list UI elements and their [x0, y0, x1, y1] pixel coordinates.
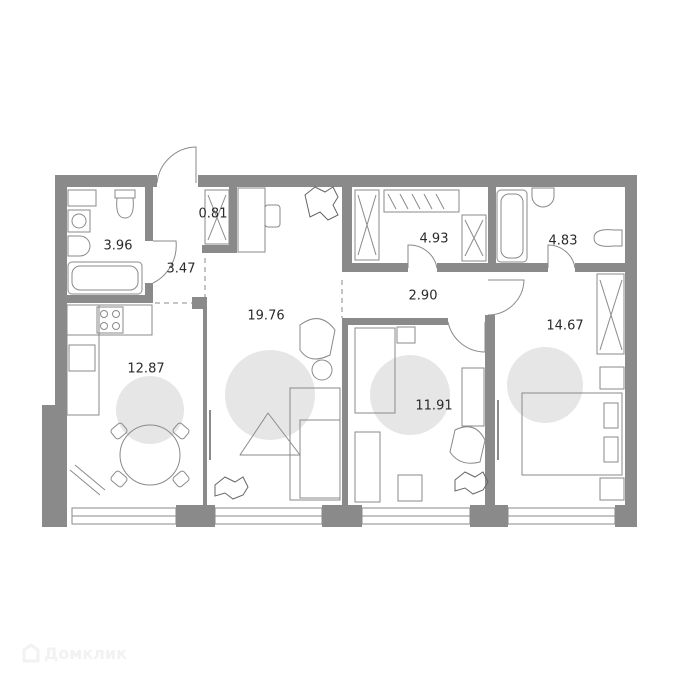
plant-icon — [214, 476, 249, 500]
room-area-wardrobe: 4.93 — [419, 231, 449, 247]
plants — [214, 186, 489, 500]
wall — [485, 315, 495, 505]
wall — [625, 175, 637, 527]
cabinet — [67, 189, 97, 207]
room-area-living-room: 19.76 — [247, 308, 285, 324]
toilet — [593, 229, 623, 247]
desk — [354, 431, 381, 503]
watermark: Домклик — [22, 643, 127, 663]
watermark-text: Домклик — [44, 643, 127, 663]
plant-icon — [454, 471, 489, 495]
bedroom-1-door — [447, 321, 486, 353]
wall-column — [322, 505, 362, 527]
kitchen-sink — [68, 344, 96, 372]
room-area-bedroom-1: 11.91 — [415, 398, 453, 414]
wardrobe-shelves — [596, 273, 625, 355]
wall — [55, 175, 157, 187]
room-area-bathroom-2: 4.83 — [548, 233, 578, 249]
sink — [531, 187, 555, 208]
wall — [42, 405, 67, 527]
wall — [342, 318, 448, 325]
living-zone — [225, 350, 315, 440]
sink — [67, 235, 91, 257]
wall — [488, 187, 496, 272]
wall — [229, 187, 237, 253]
dining-table — [119, 424, 181, 486]
stove — [96, 306, 124, 334]
armchair — [299, 318, 336, 360]
wall — [67, 295, 153, 303]
wardrobe-shelves — [204, 189, 230, 245]
kitchen-zone — [116, 376, 184, 444]
wall-column — [470, 505, 508, 527]
room-area-bathroom-1: 3.96 — [103, 238, 133, 254]
wall — [437, 263, 496, 272]
wall — [203, 297, 207, 505]
bedroom-2-zone — [507, 347, 583, 423]
kitchen-counter — [66, 304, 153, 336]
desk — [237, 187, 266, 253]
wall — [575, 263, 625, 272]
wall — [342, 187, 352, 271]
domclick-logo-icon — [22, 643, 40, 663]
doors — [152, 146, 576, 353]
furniture — [66, 187, 625, 503]
room-area-bedroom-2: 14.67 — [546, 318, 584, 334]
zones — [116, 347, 583, 444]
bedroom-1-zone — [370, 355, 450, 435]
bathtub — [496, 189, 528, 263]
bed-single — [354, 327, 396, 414]
wall — [342, 263, 408, 272]
bathroom-door — [152, 240, 177, 284]
wall — [198, 175, 637, 187]
wall-column — [615, 505, 637, 527]
windows — [71, 507, 616, 525]
armchair — [449, 426, 486, 464]
walls — [42, 175, 637, 527]
plant-icon — [304, 186, 339, 221]
toilet — [114, 189, 136, 219]
double-bed — [521, 392, 623, 476]
bedroom-2-door — [487, 279, 525, 316]
wall — [145, 283, 153, 303]
side-table — [311, 359, 333, 381]
wardrobe-shelves — [354, 189, 380, 261]
entrance-door — [156, 146, 197, 184]
room-area-wardrobe-small: 0.81 — [198, 206, 228, 222]
wall — [202, 245, 237, 253]
zone-divider — [155, 258, 343, 318]
wall — [145, 187, 153, 241]
tv-kitchen — [69, 464, 106, 496]
bathtub — [67, 261, 143, 295]
shelves — [461, 367, 485, 427]
wall-column — [176, 505, 215, 527]
chair — [264, 204, 281, 228]
wall — [342, 318, 348, 505]
wall — [496, 263, 548, 272]
wardrobe-door — [407, 244, 438, 269]
coffee-table — [239, 412, 301, 456]
room-area-hallway: 3.47 — [166, 261, 196, 277]
washing-machine — [67, 209, 91, 233]
room-area-corridor: 2.90 — [408, 288, 438, 304]
room-area-kitchen: 12.87 — [127, 361, 165, 377]
wall — [55, 175, 67, 415]
bathroom-2-door — [547, 244, 576, 269]
